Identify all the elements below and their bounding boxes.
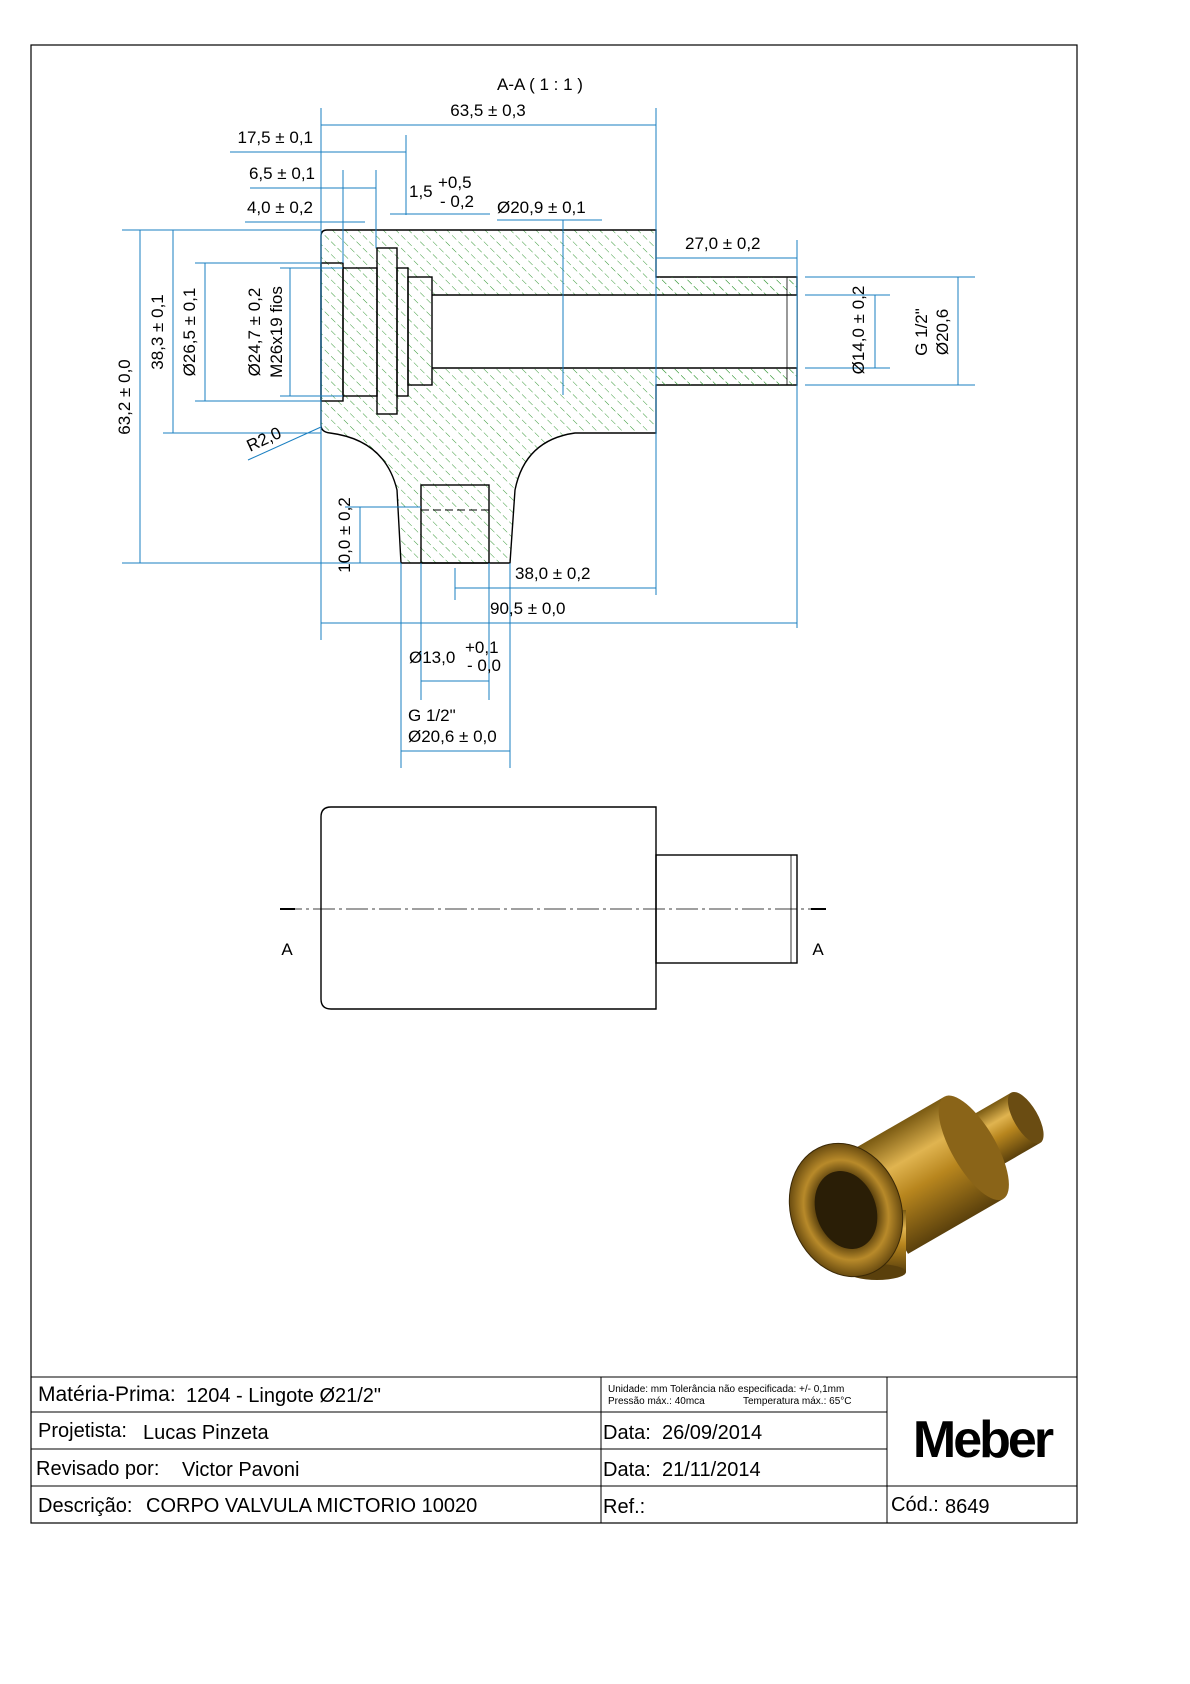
d17-5-label: 17,5 ± 0,1: [238, 128, 314, 147]
d13-low-label: - 0,0: [467, 656, 501, 675]
data2-value-label: 21/11/2014: [662, 1459, 761, 1481]
section-title: A-A ( 1 : 1 ): [497, 75, 583, 94]
data2-label-label: Data:: [603, 1459, 651, 1481]
d20-6-b-label: Ø20,6 ± 0,0: [408, 727, 497, 746]
materia-label-label: Matéria-Prima:: [38, 1383, 176, 1406]
descricao-value-label: CORPO VALVULA MICTORIO 10020: [146, 1495, 477, 1517]
data1-value-label: 26/09/2014: [662, 1422, 762, 1444]
d63-2-label: 63,2 ± 0,0: [115, 359, 134, 435]
notes-line2b-label: Temperatura máx.: 65°C: [743, 1396, 852, 1407]
dimension-labels: 63,5 ± 0,3 17,5 ± 0,1 6,5 ± 0,1 4,0 ± 0,…: [115, 101, 952, 746]
cod-label-label: Cód.:: [891, 1494, 939, 1516]
d1-5-low-label: - 0,2: [440, 192, 474, 211]
materia-value-label: 1204 - Lingote Ø21/2": [186, 1385, 381, 1407]
d63-5-label: 63,5 ± 0,3: [450, 101, 526, 120]
d14-0-label: Ø14,0 ± 0,2: [849, 286, 868, 375]
cod-value-label: 8649: [945, 1496, 990, 1518]
d13-0-label: Ø13,0: [409, 648, 455, 667]
d13-up-label: +0,1: [465, 638, 499, 657]
company-logo: Meber: [913, 1411, 1054, 1469]
d4-0-label: 4,0 ± 0,2: [247, 198, 313, 217]
d27-0-label: 27,0 ± 0,2: [685, 234, 761, 253]
d38-3-label: 38,3 ± 0,1: [148, 294, 167, 370]
d20-6-r-label: Ø20,6: [933, 309, 952, 355]
d24-7-label: Ø24,7 ± 0,2: [245, 288, 264, 377]
data1-label-label: Data:: [603, 1422, 651, 1444]
section-marker-right: A: [812, 940, 824, 959]
d20-9-label: Ø20,9 ± 0,1: [497, 198, 586, 217]
section-view: [320, 229, 798, 564]
m26-label: M26x19 fios: [267, 286, 286, 378]
d1-5-up-label: +0,5: [438, 173, 472, 192]
revisado-value-label: Victor Pavoni: [182, 1459, 299, 1481]
d10-0-label: 10,0 ± 0,2: [335, 497, 354, 573]
d6-5-label: 6,5 ± 0,1: [249, 164, 315, 183]
d1-5-label: 1,5: [409, 182, 433, 201]
dimension-lines: [122, 108, 975, 768]
d38-0-label: 38,0 ± 0,2: [515, 564, 591, 583]
descricao-label-label: Descrição:: [38, 1495, 132, 1517]
revisado-label-label: Revisado por:: [36, 1458, 159, 1480]
notes-line1-label: Unidade: mm Tolerância não especificada:…: [608, 1384, 844, 1395]
drawing-frame: [30, 44, 1078, 1524]
d26-5-label: Ø26,5 ± 0,1: [180, 288, 199, 377]
section-marker-left: A: [281, 940, 293, 959]
isometric-render: [788, 1091, 1044, 1280]
title-block: Matéria-Prima: 1204 - Lingote Ø21/2" Uni…: [31, 1376, 1077, 1523]
g12-r-label: G 1/2": [912, 308, 931, 356]
projetista-label-label: Projetista:: [38, 1420, 127, 1442]
r2-label: R2,0: [244, 423, 285, 455]
g12-b-label: G 1/2": [408, 706, 456, 725]
ref-label-label: Ref.:: [603, 1496, 645, 1518]
projetista-value-label: Lucas Pinzeta: [143, 1422, 270, 1444]
notes-line2a-label: Pressão máx.: 40mca: [608, 1396, 705, 1407]
front-view: A A: [280, 806, 826, 1010]
d90-5-label: 90,5 ± 0,0: [490, 599, 566, 618]
